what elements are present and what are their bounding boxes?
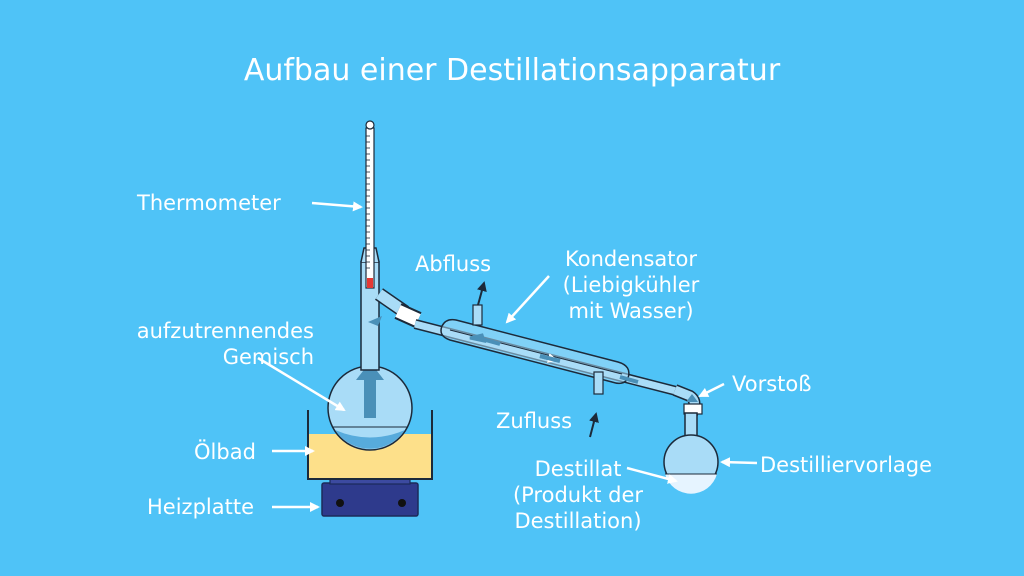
label-oelbad: Ölbad: [194, 440, 256, 464]
label-abfluss: Abfluss: [415, 252, 492, 276]
diagram-title: Aufbau einer Destillationsapparatur: [243, 53, 781, 88]
label-zufluss: Zufluss: [496, 409, 573, 433]
label-destilliervorlage: Destilliervorlage: [760, 453, 933, 477]
label-thermometer: Thermometer: [137, 191, 281, 215]
destilliervorlage-flask: [663, 412, 719, 494]
label-destillat: Destillat (Produkt der Destillation): [512, 457, 644, 533]
label-arrows: [257, 201, 758, 512]
label-vorstoss: Vorstoß: [732, 372, 812, 396]
heizplatte-device: [321, 476, 419, 517]
destillationskolben: [327, 247, 413, 451]
label-gemisch: aufzutrennendes Gemisch: [136, 319, 314, 369]
liebigkuehler: [375, 288, 682, 397]
thermometer-device: [365, 120, 375, 289]
label-heizplatte: Heizplatte: [147, 495, 254, 519]
vorstoss-device: [672, 384, 703, 416]
label-kondensator: Kondensator (Liebigkühler mit Wasser): [562, 247, 700, 323]
